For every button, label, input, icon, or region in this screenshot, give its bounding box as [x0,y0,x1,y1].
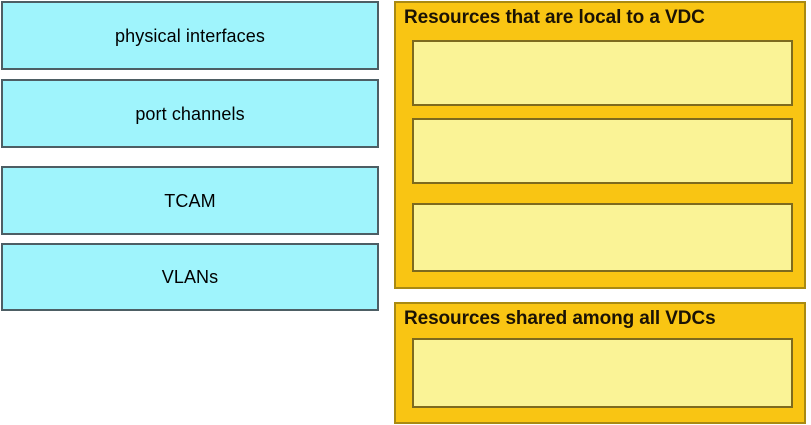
target-panel-shared-resources[interactable]: Resources shared among all VDCs [394,302,806,424]
source-item-label: VLANs [161,267,219,287]
dropzone[interactable] [412,118,793,184]
source-item-label: port channels [135,103,245,124]
dropzone[interactable] [412,203,793,272]
target-panel-local-resources[interactable]: Resources that are local to a VDC [394,1,806,289]
source-item-vlans[interactable]: VLANs [1,243,379,311]
source-item-physical-interfaces[interactable]: physical interfaces [1,1,379,70]
source-item-label: physical interfaces [115,25,265,46]
source-item-tcam[interactable]: TCAM [1,166,379,235]
source-items-column: physical interfaces port channels TCAM V… [0,0,384,425]
panel-title: Resources that are local to a VDC [404,7,705,28]
dropzone[interactable] [412,40,793,106]
dropzone[interactable] [412,338,793,408]
source-item-port-channels[interactable]: port channels [1,79,379,148]
panel-title: Resources shared among all VDCs [404,308,716,329]
source-item-label: TCAM [164,190,216,211]
